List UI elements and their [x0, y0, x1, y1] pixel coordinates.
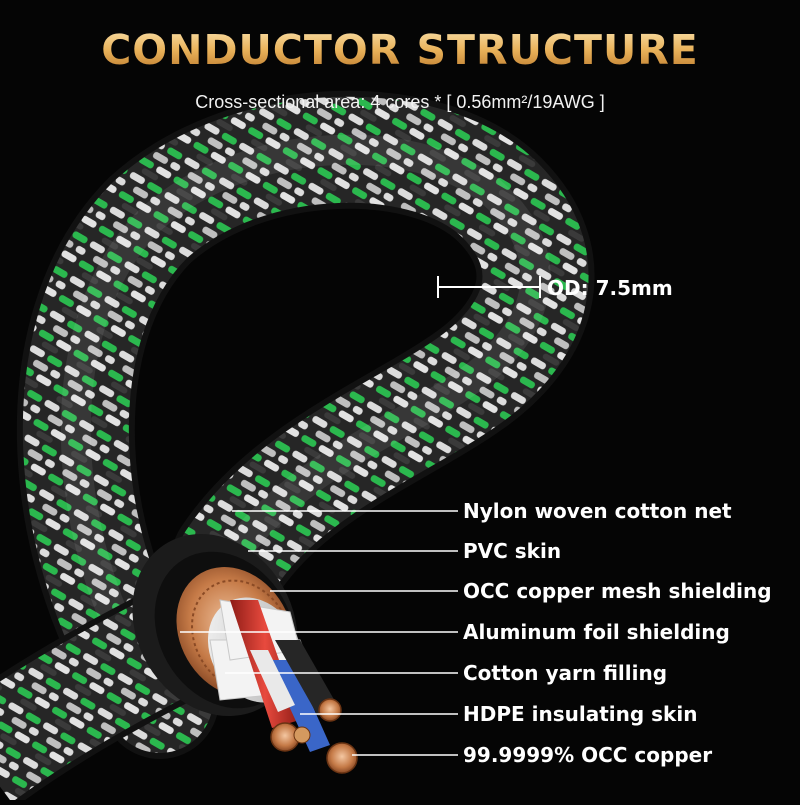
- od-dimension-marker: [437, 276, 541, 298]
- page-title: CONDUCTOR STRUCTURE: [0, 26, 800, 74]
- layer-label-occ-copper: 99.9999% OCC copper: [463, 743, 713, 767]
- layer-label-pvc-skin: PVC skin: [463, 539, 562, 563]
- cable-cross-section: [132, 533, 358, 774]
- page-subtitle: Cross-sectional area: 4 cores * [ 0.56mm…: [195, 92, 605, 112]
- layer-label-aluminum-foil: Aluminum foil shielding: [463, 620, 730, 644]
- layer-label-hdpe-skin: HDPE insulating skin: [463, 702, 698, 726]
- braided-cable-loop: [16, 90, 595, 759]
- layer-label-cotton-filling: Cotton yarn filling: [463, 661, 668, 685]
- od-dimension-label: OD: 7.5mm: [547, 276, 673, 300]
- leader-lines: [180, 510, 458, 756]
- layer-label-nylon-net: Nylon woven cotton net: [463, 499, 732, 523]
- layer-label-copper-mesh: OCC copper mesh shielding: [463, 579, 772, 603]
